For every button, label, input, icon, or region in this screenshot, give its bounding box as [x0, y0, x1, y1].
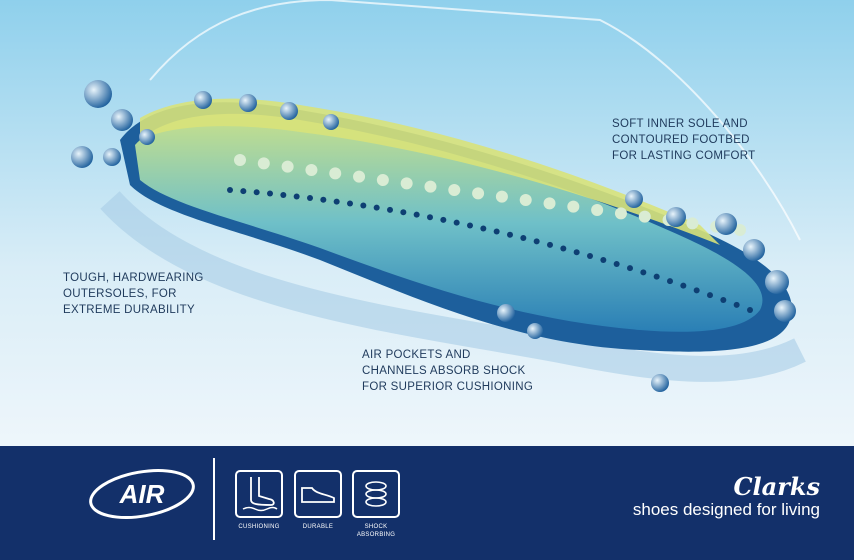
air-bubble: [507, 231, 513, 238]
air-bubble: [253, 189, 260, 196]
svg-text:AIR: AIR: [119, 479, 165, 509]
air-bubble: [747, 307, 753, 313]
air-bubble: [234, 154, 246, 166]
air-bubble: [307, 195, 313, 202]
air-bubble: [227, 187, 233, 193]
air-bubble: [413, 211, 420, 218]
air-bubble: [467, 222, 473, 229]
air-bubble: [453, 219, 460, 226]
air-bubble: [734, 224, 746, 236]
air-bubble: [480, 225, 487, 232]
air-bubble: [666, 207, 686, 227]
air-bubble: [347, 200, 353, 207]
air-bubble: [495, 190, 508, 203]
feature-durable: DURABLE: [288, 470, 348, 531]
air-bubble: [765, 270, 789, 294]
air-bubble: [323, 114, 339, 130]
air-bubble: [448, 184, 461, 196]
air-bubble: [360, 202, 367, 209]
callout-outersole: TOUGH, HARDWEARING OUTERSOLES, FOR EXTRE…: [63, 272, 204, 316]
air-bubble: [329, 167, 342, 180]
air-bubble: [424, 180, 437, 193]
shoe-icon: [294, 470, 342, 518]
air-bubble: [640, 269, 647, 276]
footer-bar: AIR CUSHIONING DURABLE SHOCK ABSORBING C…: [0, 446, 854, 560]
air-bubble: [573, 249, 580, 256]
air-bubble: [111, 109, 133, 131]
air-bubble: [591, 204, 604, 216]
spring-icon: [352, 470, 400, 518]
shadow-band: [100, 191, 806, 382]
shoe-upper-outline: [149, 0, 801, 241]
air-bubble: [387, 206, 393, 213]
air-bubble: [667, 278, 673, 285]
clarks-logo: Clarks: [733, 472, 820, 501]
air-bubble: [519, 194, 532, 206]
air-bubble: [400, 209, 407, 216]
air-bubble: [280, 191, 287, 198]
air-bubble: [613, 260, 620, 267]
air-bubble: [547, 241, 553, 248]
air-bubble: [560, 245, 567, 252]
air-bubble: [353, 170, 366, 183]
air-bubble: [84, 80, 112, 108]
air-bubble: [320, 196, 327, 203]
air-bubble: [497, 304, 515, 322]
air-bubble: [400, 177, 413, 190]
air-bubble: [774, 300, 796, 322]
air-pockets: [71, 80, 796, 392]
air-bubble: [373, 204, 380, 211]
footbed: [140, 98, 720, 245]
air-bubble: [280, 102, 298, 120]
air-bubble: [567, 200, 580, 213]
air-bubble: [305, 164, 318, 176]
air-bubble: [715, 213, 737, 235]
air-bubble: [293, 193, 300, 200]
air-bubble: [520, 235, 527, 242]
air-bubble: [493, 228, 500, 235]
feature-shock-absorbing: SHOCK ABSORBING: [346, 470, 406, 539]
air-bubble: [533, 238, 540, 245]
air-bubble: [686, 217, 699, 230]
air-bubble: [333, 198, 340, 205]
air-bubble: [680, 282, 687, 289]
air-bubble: [743, 239, 765, 261]
divider: [213, 458, 215, 540]
air-bubble: [527, 323, 543, 339]
air-bubble: [587, 253, 593, 260]
air-bubble: [733, 301, 740, 308]
air-logo: AIR: [89, 469, 195, 519]
air-bubble: [257, 157, 270, 170]
air-bubble: [720, 296, 727, 303]
callout-air-pockets: AIR POCKETS AND CHANNELS ABSORB SHOCK FO…: [362, 349, 534, 393]
air-bubble: [638, 210, 651, 223]
air-bubble: [472, 187, 485, 200]
air-bubble: [139, 129, 155, 145]
air-bubble: [71, 146, 93, 168]
air-bubble: [194, 91, 212, 109]
air-bubble: [440, 216, 447, 223]
air-bubble: [600, 256, 607, 263]
air-bubble: [625, 190, 643, 208]
air-bubble: [240, 188, 247, 195]
air-bubble: [651, 374, 669, 392]
air-bubble: [693, 287, 700, 294]
air-bubble: [707, 292, 713, 299]
air-bubble: [239, 94, 257, 112]
sole-illustration: [0, 0, 854, 446]
air-bubble: [614, 207, 627, 220]
air-bubble: [543, 197, 556, 210]
tagline: shoes designed for living: [632, 500, 820, 519]
foot-cushion-icon: [235, 470, 283, 518]
air-bubble: [627, 265, 633, 272]
air-bubble: [427, 214, 433, 221]
callout-inner-sole: SOFT INNER SOLE AND CONTOURED FOOTBED FO…: [612, 118, 756, 162]
air-bubble: [267, 190, 273, 197]
feature-cushioning: CUSHIONING: [229, 470, 289, 531]
air-bubble: [103, 148, 121, 166]
air-bubble: [376, 174, 389, 186]
air-bubble: [653, 273, 660, 280]
air-bubble: [281, 160, 294, 173]
